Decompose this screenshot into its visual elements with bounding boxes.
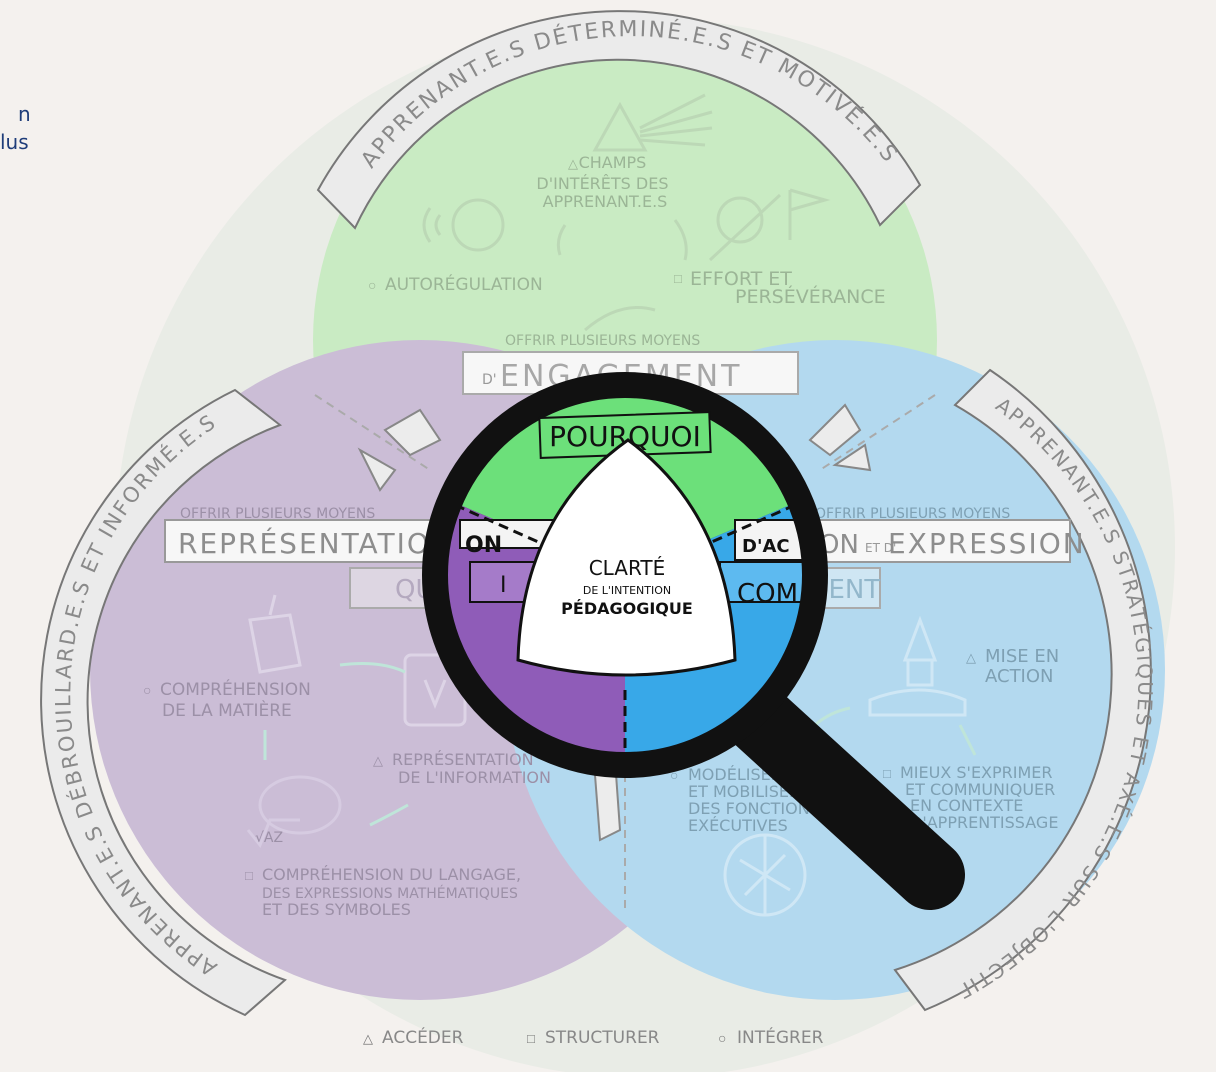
divider-right [819,394,936,471]
square-marker-icon: □ [245,868,253,883]
autoregulation-text: AUTORÉGULATION [385,273,543,295]
head-sound-icon [422,198,505,252]
engagement-title-prefix: D' [482,372,497,388]
cycle-arrow [556,224,567,256]
modeliser-text: MODÉLISER ET MOBILISER DES FONCTIONS EXÉ… [688,765,825,835]
side-text-line-1: n [18,102,31,126]
clarte-triangle [516,438,737,677]
boulder-climber-icon [708,188,831,262]
cycle-arrow [958,724,977,756]
circle-marker-icon: ○ [368,277,376,293]
cycle-arrow [673,219,688,261]
pointing-hand-icon [248,594,302,674]
triangle-marker-icon: △ [568,156,578,171]
representation-subtitle: OFFRIR PLUSIEURS MOYENS [180,506,375,522]
clarte-title: CLARTÉ [589,556,666,580]
exchange-arrow-left [357,408,442,492]
effort-text: EFFORT ET PERSÉVÉRANCE [690,268,886,308]
mieux-exprimer-text: MIEUX S'EXPRIMER ET COMMUNIQUER EN CONTE… [900,763,1060,832]
action-subtitle: OFFRIR PLUSIEURS MOYENS [815,506,1010,522]
cycle-arrow [814,706,851,727]
legend-acceder: ACCÉDER [382,1026,464,1048]
action-title-2: EXPRESSION [888,527,1086,560]
triangle-marker-icon: △ [966,650,976,665]
banner-left [40,388,287,1017]
action-title-mid: ET D' [865,541,896,555]
representation-title: REPRÉSENTATION [178,526,454,560]
representation-title-box [164,519,451,563]
triangle-marker-icon: △ [363,1031,373,1046]
sqrt-az-label: √AZ [255,830,283,846]
cycle-arrow [584,306,656,332]
lens-left-label: ON [465,533,502,558]
exchange-arrow-right [808,403,872,472]
network-icon [723,833,807,917]
rocket-icon [868,615,967,717]
square-marker-icon: □ [527,1031,535,1046]
square-marker-icon: □ [674,271,682,286]
lens-left-label-2: I [500,573,507,598]
square-marker-icon: □ [883,766,891,781]
side-text: n lus [0,100,31,156]
lens-right-label: D'AC [742,536,790,557]
cycle-arrow [339,662,406,674]
mise-en-action-text: MISE EN ACTION [985,646,1065,687]
side-text-line-2: lus [0,130,29,154]
circle-marker-icon: ○ [143,682,151,698]
prism-icon [592,93,713,152]
clarte-line-2: DE L'INTENTION [583,584,671,597]
representation-info-text: REPRÉSENTATION DE L'INFORMATION [392,750,551,787]
magnifying-glass-icon: POURQUOI ON I D'AC COM CLARTÉ DE L'INTEN… [422,372,965,910]
legend: △ ACCÉDER □ STRUCTURER ○ INTÉGRER [363,1026,824,1048]
comprehension-langage-text: COMPRÉHENSION DU LANGAGE, DES EXPRESSION… [262,865,526,919]
circle-marker-icon: ○ [718,1030,726,1046]
legend-structurer: STRUCTURER [545,1028,660,1048]
circle-marker-icon: ○ [670,767,678,783]
engagement-subtitle: OFFRIR PLUSIEURS MOYENS [505,333,700,349]
brain-icon [246,775,342,848]
champs-text: CHAMPS D'INTÉRÊTS DES APPRENANT.E.S [536,153,673,211]
triangle-marker-icon: △ [373,753,383,768]
lens-right-label-2: COM [737,579,798,609]
legend-integrer: INTÉGRER [737,1026,824,1048]
banner-top [316,10,922,230]
cycle-arrow [369,803,409,827]
comprehension-matiere-text: COMPRÉHENSION DE LA MATIÈRE [160,678,316,721]
banner-right [893,368,1152,1012]
divider-left [314,394,431,471]
clarte-line-3: PÉDAGOGIQUE [561,599,693,618]
